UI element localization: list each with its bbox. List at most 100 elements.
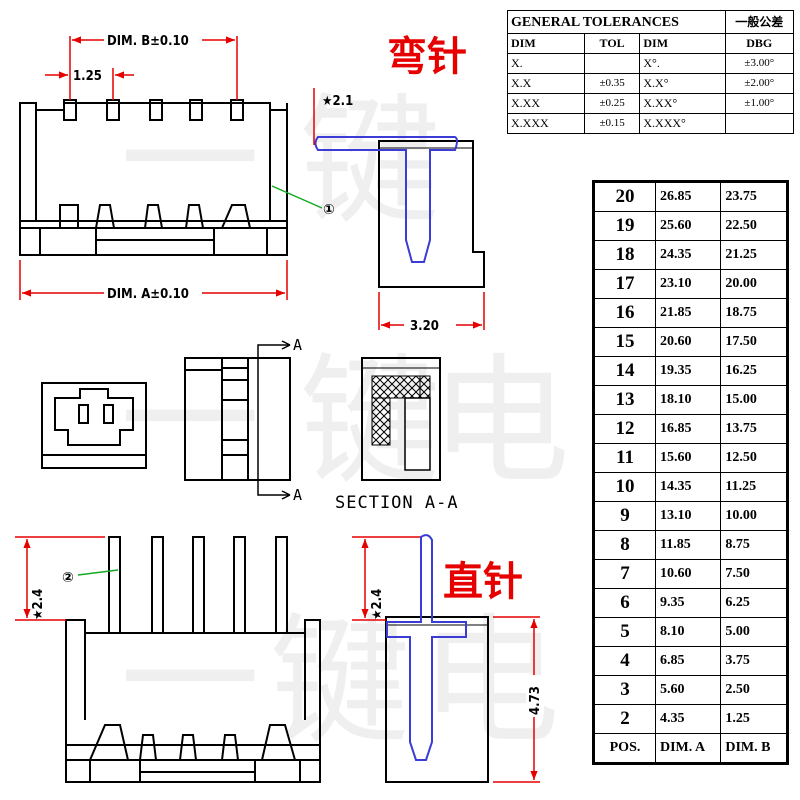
tol-cell: X. — [507, 53, 585, 74]
dim-b-cell: 8.75 — [720, 530, 788, 560]
section-marker-bottom: A — [293, 486, 302, 504]
tol-header: TOL — [583, 33, 641, 54]
table-row: X. X°. ±3.00° — [507, 53, 795, 74]
dim-b-cell: 15.00 — [720, 385, 788, 415]
tol-cell: X.XX — [507, 93, 585, 114]
dim-a-cell: 4.35 — [654, 704, 722, 734]
dim-320-label: 3.20 — [410, 319, 439, 334]
pos-cell: 15 — [593, 327, 656, 357]
table-row: X.XXX ±0.15 X.XXX° — [507, 113, 795, 134]
dim-b-cell: 10.00 — [720, 501, 788, 531]
watermark-char: 电 — [430, 341, 570, 504]
end-view — [41, 382, 147, 469]
watermark-char: 一 — [120, 601, 260, 764]
dim-a-cell: 14.35 — [654, 472, 722, 502]
dim-a-cell: 23.10 — [654, 269, 722, 299]
dim-b-cell: 7.50 — [720, 559, 788, 589]
footer-dim-b: DIM. B — [720, 733, 788, 764]
section-title: SECTION A-A — [335, 493, 459, 513]
section-marker-top: A — [293, 336, 302, 354]
dim-b-cell: 21.25 — [720, 240, 788, 270]
dim-473-label: 4.73 — [528, 686, 543, 715]
bent-pin-title: 弯针 — [387, 34, 467, 80]
straight-side-view — [385, 534, 489, 783]
dim-b-cell: 2.50 — [720, 675, 788, 705]
tolerance-title: GENERAL TOLERANCES — [507, 10, 726, 34]
dim-21-label: ★2.1 — [322, 94, 353, 109]
tol-cell: ±0.15 — [583, 113, 641, 134]
dim-a-cell: 9.35 — [654, 588, 722, 618]
dim-a-cell: 18.10 — [654, 385, 722, 415]
pos-cell: 19 — [593, 211, 656, 241]
watermark-char: 键 — [300, 81, 440, 244]
pos-cell: 16 — [593, 298, 656, 328]
table-row: X.XX ±0.25 X.XX° ±1.00° — [507, 93, 795, 114]
tol-cell: X.XXX — [507, 113, 585, 134]
dim-a-cell: 25.60 — [654, 211, 722, 241]
dim-24-right: ★2.4 — [370, 589, 385, 620]
pos-cell: 13 — [593, 385, 656, 415]
callout-2: ② — [62, 570, 74, 586]
dim-a-cell: 10.60 — [654, 559, 722, 589]
dim-b-cell: 23.75 — [720, 181, 788, 212]
tol-cell: X.XX° — [639, 93, 726, 114]
tol-header: DIM — [507, 33, 585, 54]
pos-cell: 5 — [593, 617, 656, 647]
tol-cell: ±2.00° — [724, 73, 795, 94]
bent-front-view — [19, 99, 288, 256]
pos-cell: 8 — [593, 530, 656, 560]
dim-b-cell: 3.75 — [720, 646, 788, 676]
straight-front-view — [65, 536, 321, 783]
pos-cell: 9 — [593, 501, 656, 531]
tol-cell — [583, 53, 641, 74]
pos-cell: 7 — [593, 559, 656, 589]
pos-cell: 17 — [593, 269, 656, 299]
dim-b-cell: 5.00 — [720, 617, 788, 647]
tol-header: DIM — [639, 33, 726, 54]
dim-a-cell: 8.10 — [654, 617, 722, 647]
dim-a-cell: 6.85 — [654, 646, 722, 676]
dim-a-cell: 13.10 — [654, 501, 722, 531]
watermark: 一 键 一 键 电 一 键 电 — [120, 81, 570, 764]
dim-a-cell: 20.60 — [654, 327, 722, 357]
tolerance-table: GENERAL TOLERANCES 一般公差 DIM TOL DIM DBG … — [507, 10, 795, 134]
pos-cell: 12 — [593, 414, 656, 444]
pos-cell: 6 — [593, 588, 656, 618]
tol-cell: X°. — [639, 53, 726, 74]
side-view — [184, 357, 291, 481]
tol-cell: X.XXX° — [639, 113, 726, 134]
tol-cell: X.X — [507, 73, 585, 94]
tol-cell — [724, 113, 795, 134]
dim-b-cell: 11.25 — [720, 472, 788, 502]
dim-a-label: DIM. A±0.10 — [107, 287, 189, 302]
dim-24-left: ★2.4 — [31, 589, 46, 620]
dim-b-cell: 18.75 — [720, 298, 788, 328]
pos-cell: 20 — [593, 181, 656, 212]
tol-cell: ±1.00° — [724, 93, 795, 114]
footer-pos: POS. — [593, 733, 656, 764]
dim-a-cell: 15.60 — [654, 443, 722, 473]
pitch-label: 1.25 — [73, 69, 102, 84]
dim-b-cell: 22.50 — [720, 211, 788, 241]
pos-cell: 2 — [593, 704, 656, 734]
dim-b-cell: 13.75 — [720, 414, 788, 444]
tolerance-title-cn: 一般公差 — [724, 10, 795, 34]
